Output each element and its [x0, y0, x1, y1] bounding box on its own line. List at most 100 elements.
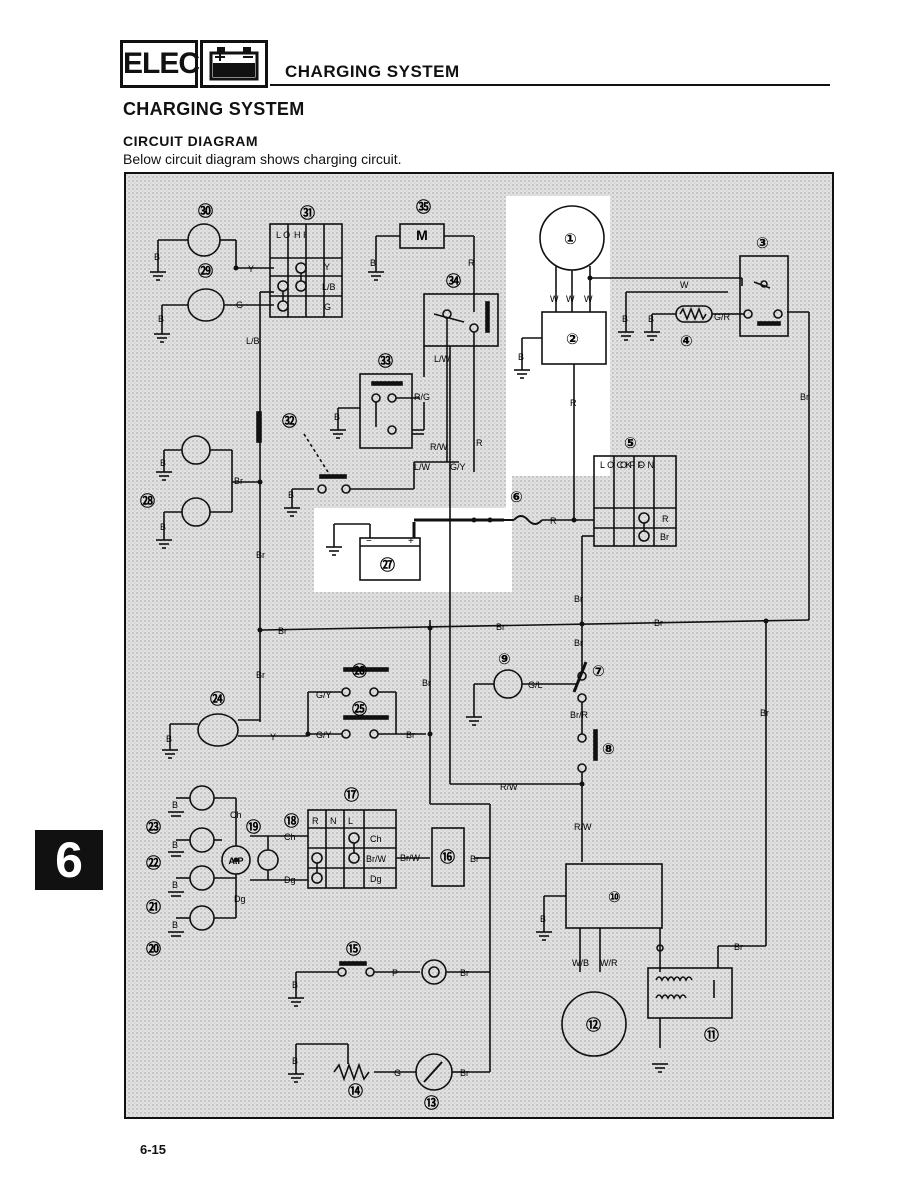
circuit-diagram: − + M A.P L O H I Y L/B G L O C K O F F …	[124, 172, 834, 1119]
wire-label-w: W	[550, 294, 559, 304]
callout-6: ⑥	[510, 489, 523, 506]
wire-label-brr: Br/R	[570, 710, 589, 720]
callout-27: ㉗	[380, 556, 395, 574]
header-rule	[270, 84, 830, 86]
sw17-ch: Ch	[370, 834, 382, 844]
wire-label-rg: R/G	[414, 392, 430, 402]
wire-label-b: B	[172, 920, 178, 930]
callout-14: ⑭	[348, 1082, 363, 1100]
wire-label-gl: G/L	[528, 680, 543, 690]
sw5-off: O F F	[620, 460, 643, 470]
callout-35: ㉟	[416, 198, 431, 216]
callout-33: ㉝	[378, 352, 393, 370]
wire-label-br: Br	[460, 1068, 469, 1078]
wire-label-y: Y	[248, 264, 254, 274]
battery-icon	[200, 40, 268, 88]
wire-label-rw: R/W	[500, 782, 518, 792]
wire-label-w: W	[566, 294, 575, 304]
callout-8: ⑧	[602, 741, 615, 758]
callout-7: ⑦	[592, 663, 605, 680]
callout-31: ㉛	[300, 204, 315, 222]
callout-19: ⑲	[246, 818, 261, 836]
wire-label-br: Br	[574, 594, 583, 604]
wire-label-br: Br	[470, 854, 479, 864]
wire-label-b: B	[292, 1056, 298, 1066]
callout-13: ⑬	[424, 1094, 439, 1112]
callout-11: ⑪	[704, 1026, 719, 1044]
callout-25: ㉕	[352, 700, 367, 718]
wire-label-b: B	[518, 352, 524, 362]
wire-label-br: Br	[460, 968, 469, 978]
callout-29: ㉙	[198, 262, 213, 280]
callout-32: ㉜	[282, 412, 297, 430]
wire-label-g: G	[236, 300, 243, 310]
chapter-tab: 6	[35, 830, 103, 890]
diagram-frame	[124, 172, 834, 1119]
wire-label-dg: Dg	[234, 894, 246, 904]
battery-minus: −	[366, 536, 372, 547]
wire-label-b: B	[154, 252, 160, 262]
wire-label-lw: L/W	[414, 462, 431, 472]
wire-label-br: Br	[278, 626, 287, 636]
wire-label-b: B	[334, 412, 340, 422]
wire-label-br: Br	[654, 618, 663, 628]
wire-label-b: B	[540, 914, 546, 924]
page-number: 6-15	[140, 1142, 167, 1157]
wire-label-b: B	[172, 840, 178, 850]
sw31-hi: H I	[294, 230, 306, 240]
wire-label-br: Br	[496, 622, 505, 632]
wire-label-gy: G/Y	[316, 690, 332, 700]
wire-label-g: G	[394, 1068, 401, 1078]
wire-label-dg: Dg	[284, 875, 296, 885]
callout-26: ㉖	[352, 662, 367, 680]
sw17-n: N	[330, 816, 337, 826]
wire-label-r: R	[570, 398, 577, 408]
motor-label: M	[416, 227, 428, 243]
wire-label-br: Br	[422, 678, 431, 688]
wire-label-w: W	[584, 294, 593, 304]
wire-label-p: P	[392, 968, 398, 978]
callout-16: ⑯	[440, 848, 455, 866]
wire-label-b: B	[166, 734, 172, 744]
sw17-r: R	[312, 816, 319, 826]
callout-2: ②	[566, 331, 579, 348]
wire-label-gy: G/Y	[316, 730, 332, 740]
wire-label-gy: G/Y	[450, 462, 466, 472]
section-tag: ELEC	[120, 40, 200, 88]
callout-4: ④	[680, 333, 693, 350]
wire-label-br: Br	[256, 670, 265, 680]
callout-1: ①	[564, 231, 577, 248]
callout-30: ㉚	[198, 202, 213, 220]
callout-23: ㉓	[146, 818, 161, 836]
sw5-r: R	[662, 514, 669, 524]
wire-label-r: R	[468, 258, 475, 268]
wire-label-y: Y	[270, 732, 276, 742]
wire-label-r: R	[550, 516, 557, 526]
sw17-dg: Dg	[370, 874, 382, 884]
intro-text: Below circuit diagram shows charging cir…	[123, 151, 402, 167]
wire-label-br: Br	[760, 708, 769, 718]
wire-label-r: R	[476, 438, 483, 448]
page-header: ELEC CHARGING SYSTEM	[120, 40, 830, 90]
wire-label-ch: Ch	[284, 832, 296, 842]
section-title: CHARGING SYSTEM	[123, 99, 305, 119]
sw31-g: G	[324, 302, 331, 312]
wire-label-w: W	[680, 280, 689, 290]
callout-21: ㉑	[146, 898, 161, 916]
callout-28: ㉘	[140, 492, 155, 510]
wire-label-br: Br	[256, 550, 265, 560]
wire-label-rw: R/W	[430, 442, 448, 452]
wire-label-b: B	[160, 458, 166, 468]
callout-3: ③	[756, 235, 769, 252]
wire-label-lw: L/W	[434, 354, 451, 364]
callout-17: ⑰	[344, 786, 359, 804]
wire-label-br: Br	[406, 730, 415, 740]
wire-label-b: B	[292, 980, 298, 990]
wire-label-rw: R/W	[574, 822, 592, 832]
callout-12: ⑫	[586, 1016, 601, 1034]
callout-10: ⑩	[608, 889, 621, 906]
wire-label-b: B	[160, 522, 166, 532]
callout-9: ⑨	[498, 651, 511, 668]
callout-22: ㉒	[146, 854, 161, 872]
sw31-lb: L/B	[322, 282, 336, 292]
